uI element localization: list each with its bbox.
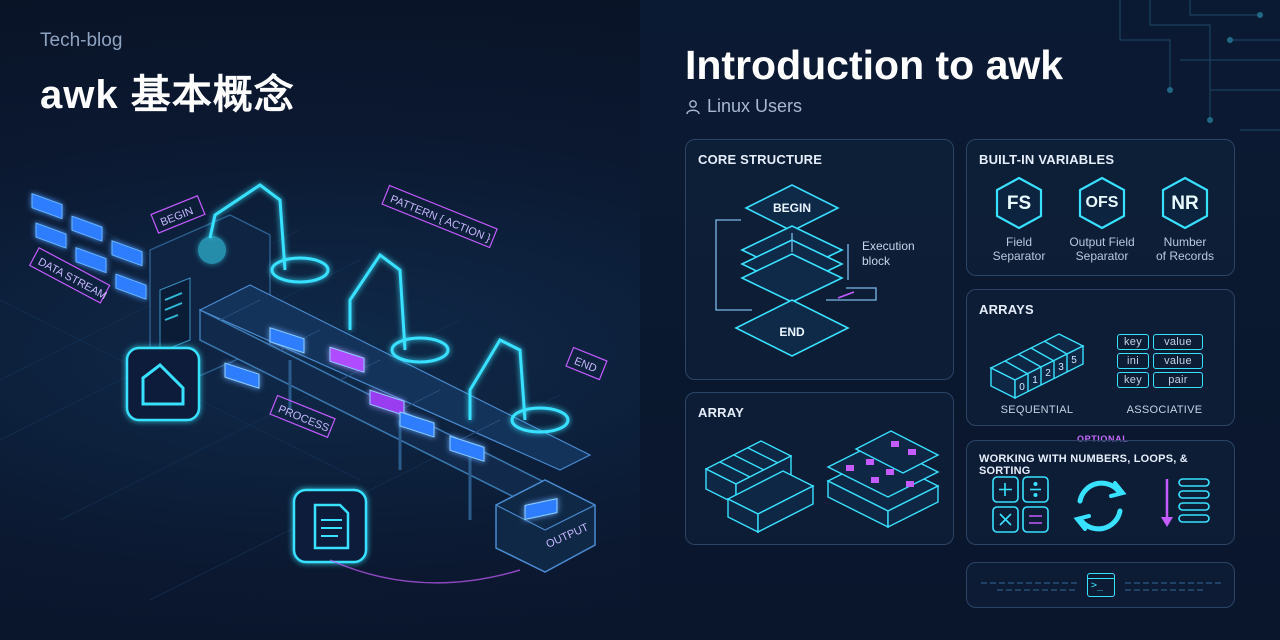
builtin-abbr: FS bbox=[1006, 193, 1032, 214]
working-card: WORKING WITH NUMBERS, LOOPS, & SORTING bbox=[966, 440, 1235, 545]
array-index: 0 bbox=[1019, 382, 1025, 393]
core-structure-diagram: BEGIN END Execution block bbox=[715, 184, 915, 357]
end-tag: END bbox=[565, 346, 608, 381]
terminal-strip: >_ bbox=[966, 562, 1235, 608]
array-index: 1 bbox=[1032, 375, 1038, 386]
hexagon-icon bbox=[1161, 176, 1209, 230]
array-index: 3 bbox=[1058, 362, 1064, 373]
assoc-key: key bbox=[1117, 334, 1149, 350]
array-index: 2 bbox=[1045, 368, 1051, 379]
pattern-action-tag: PATTERN { ACTION } bbox=[381, 184, 498, 249]
end-label: END bbox=[572, 355, 598, 375]
calculator-icon bbox=[992, 476, 1049, 533]
data-stream-packets bbox=[31, 192, 147, 300]
belt-packet bbox=[399, 411, 435, 438]
builtin-desc-line: Number bbox=[1163, 235, 1207, 249]
circuit-decoration bbox=[1119, 0, 1280, 131]
awk-factory-illustration: DATA STREAM BEGIN PATTERN { ACTION } bbox=[0, 183, 608, 601]
audience-line: Linux Users bbox=[685, 96, 802, 117]
assoc-value: pair bbox=[1153, 372, 1203, 388]
core-structure-heading: CORE STRUCTURE bbox=[698, 152, 823, 167]
builtin-desc-line: Separator bbox=[1075, 249, 1129, 263]
arrays-heading: ARRAYS bbox=[979, 302, 1034, 317]
associative-caption: ASSOCIATIVE bbox=[1126, 404, 1203, 416]
terminal-decoration bbox=[981, 582, 1222, 591]
builtin-heading: BUILT-IN VARIABLES bbox=[979, 152, 1115, 167]
belt-packet-processed bbox=[369, 389, 405, 416]
terminal-prompt: >_ bbox=[1091, 580, 1104, 591]
sort-icon bbox=[1161, 478, 1210, 527]
loop-icon bbox=[1073, 480, 1127, 532]
conveyor-belt bbox=[198, 284, 592, 522]
core-end-label: END bbox=[779, 325, 805, 339]
core-structure-card: CORE STRUCTURE BEGIN END Execution block bbox=[685, 139, 954, 380]
brand-label: Tech-blog bbox=[40, 30, 123, 51]
builtin-abbr: NR bbox=[1171, 193, 1199, 214]
working-icons bbox=[992, 476, 1210, 533]
array-index: 5 bbox=[1071, 355, 1077, 366]
begin-tag: BEGIN bbox=[150, 195, 206, 234]
hexagon-icon bbox=[995, 176, 1043, 230]
assoc-key: key bbox=[1117, 372, 1149, 388]
belt-packet-processed bbox=[329, 346, 365, 373]
hexagon-icon bbox=[1078, 176, 1126, 230]
page-title: Introduction to awk bbox=[685, 42, 1064, 88]
builtin-desc-line: Output Field bbox=[1069, 235, 1135, 249]
array-blocks-diagram bbox=[704, 430, 940, 534]
belt-packet bbox=[449, 435, 485, 462]
belt-packet bbox=[269, 327, 305, 354]
sequential-array-diagram: 0 1 2 3 5 bbox=[989, 333, 1085, 400]
document-icon bbox=[292, 488, 368, 564]
optional-label: OPTIONAL bbox=[1077, 434, 1129, 444]
terminal-icon: >_ bbox=[1087, 573, 1115, 597]
execution-label-line2: block bbox=[862, 254, 891, 268]
output-bin: OUTPUT bbox=[495, 479, 596, 573]
sequential-caption: SEQUENTIAL bbox=[1000, 404, 1074, 416]
builtin-desc-line: of Records bbox=[1155, 249, 1215, 263]
assoc-key: ini bbox=[1117, 353, 1149, 369]
pattern-action-label: PATTERN { ACTION } bbox=[388, 193, 492, 244]
robot-arms bbox=[208, 183, 570, 434]
array-card: ARRAY bbox=[685, 392, 954, 545]
audience-label: Linux Users bbox=[707, 96, 803, 116]
user-icon bbox=[686, 99, 700, 114]
core-begin-label: BEGIN bbox=[773, 201, 811, 215]
assoc-value: value bbox=[1153, 353, 1203, 369]
builtin-desc-line: Separator bbox=[992, 249, 1046, 263]
assoc-value: value bbox=[1153, 334, 1203, 350]
process-label: PROCESS bbox=[276, 403, 330, 434]
belt-packet bbox=[224, 362, 260, 389]
builtin-desc-line: Field bbox=[1005, 235, 1032, 249]
working-heading: WORKING WITH NUMBERS, LOOPS, & SORTING bbox=[979, 453, 1188, 477]
execution-label-line1: Execution bbox=[862, 239, 915, 253]
builtin-abbr: OFS bbox=[1085, 194, 1119, 211]
page-headline: awk 基本概念 bbox=[40, 73, 295, 117]
awk-tool-icon bbox=[125, 346, 201, 422]
array-heading: ARRAY bbox=[698, 405, 745, 420]
robot-gripper-glow bbox=[198, 236, 226, 264]
